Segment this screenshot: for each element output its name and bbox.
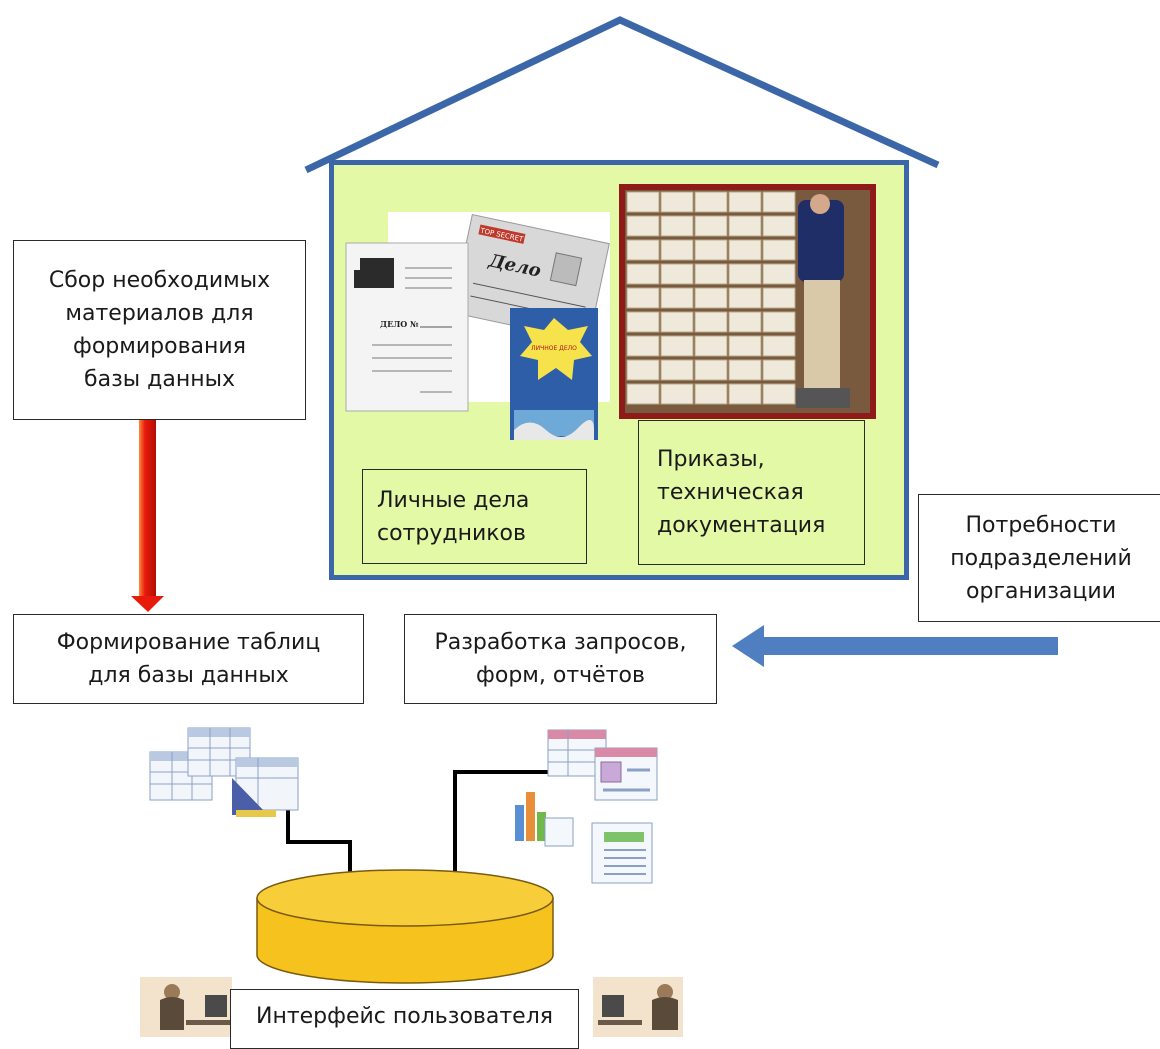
queries-development-box: Разработка запросов, форм, отчётов (404, 614, 717, 704)
archive-box (660, 287, 694, 309)
archive-box (762, 263, 796, 285)
department-needs-label: Потребности подразделений организации (950, 512, 1132, 604)
archive-box (626, 383, 660, 405)
archive-box (626, 263, 660, 285)
red-down-arrow (131, 420, 164, 612)
archive-box (660, 215, 694, 237)
archive-box (694, 383, 728, 405)
blue-left-arrow (732, 625, 1058, 667)
archive-box (728, 191, 762, 213)
archive-box (728, 335, 762, 357)
personal-file-image: ЛИЧНОЕ ДЕЛО (510, 308, 598, 440)
archive-box (728, 311, 762, 333)
white-folder-image: ДЕЛО № (345, 242, 469, 412)
collect-materials-label: Сбор необходимых материалов для формиров… (48, 268, 271, 392)
archive-box (728, 383, 762, 405)
personnel-files-box: Личные дела сотрудников (362, 469, 587, 564)
svg-text:ДЕЛО №: ДЕЛО № (380, 319, 419, 329)
archive-box (694, 239, 728, 261)
archive-box (626, 191, 660, 213)
archive-box (626, 287, 660, 309)
archive-box (694, 311, 728, 333)
archive-box (660, 239, 694, 261)
archive-box (660, 359, 694, 381)
archive-box (728, 239, 762, 261)
svg-text:ЛИЧНОЕ ДЕЛО: ЛИЧНОЕ ДЕЛО (531, 345, 577, 352)
database-cylinder (256, 869, 554, 984)
archive-box (728, 263, 762, 285)
tables-formation-box: Формирование таблиц для базы данных (13, 614, 364, 704)
queries-development-label: Разработка запросов, форм, отчётов (434, 630, 687, 688)
collect-materials-box: Сбор необходимых материалов для формиров… (13, 240, 306, 420)
archive-box (694, 263, 728, 285)
orders-docs-label: Приказы, техническая документация (657, 447, 826, 538)
archive-box (728, 359, 762, 381)
orders-docs-box: Приказы, техническая документация (638, 420, 865, 565)
archive-box (626, 311, 660, 333)
connector-line-left (286, 793, 352, 891)
archive-box (762, 287, 796, 309)
user-at-computer-icon-left (140, 977, 232, 1037)
tables-formation-label: Формирование таблиц для базы данных (56, 630, 321, 688)
user-interface-box: Интерфейс пользователя (230, 989, 579, 1049)
archive-box (694, 287, 728, 309)
archive-box (626, 215, 660, 237)
archive-box (694, 215, 728, 237)
archive-box (762, 383, 796, 405)
archive-box (660, 311, 694, 333)
archive-box (694, 359, 728, 381)
archive-box (660, 335, 694, 357)
archive-box (728, 287, 762, 309)
user-at-computer-icon-right (593, 977, 683, 1037)
archive-box (762, 311, 796, 333)
archive-box (694, 335, 728, 357)
user-interface-label: Интерфейс пользователя (255, 1004, 553, 1029)
archive-box (660, 191, 694, 213)
archive-box (762, 335, 796, 357)
archive-box (694, 191, 728, 213)
archive-box (762, 359, 796, 381)
archive-box (762, 215, 796, 237)
forms-reports-icon (515, 729, 658, 884)
archive-box (762, 191, 796, 213)
archive-box (626, 335, 660, 357)
archive-box (728, 215, 762, 237)
archive-box (626, 239, 660, 261)
personnel-files-label: Личные дела сотрудников (377, 487, 530, 546)
tables-icon (149, 727, 299, 817)
archive-box (626, 359, 660, 381)
department-needs-box: Потребности подразделений организации (918, 494, 1160, 622)
archive-box (762, 239, 796, 261)
archive-box (660, 383, 694, 405)
archive-box (660, 263, 694, 285)
connector-line-right (453, 770, 548, 885)
